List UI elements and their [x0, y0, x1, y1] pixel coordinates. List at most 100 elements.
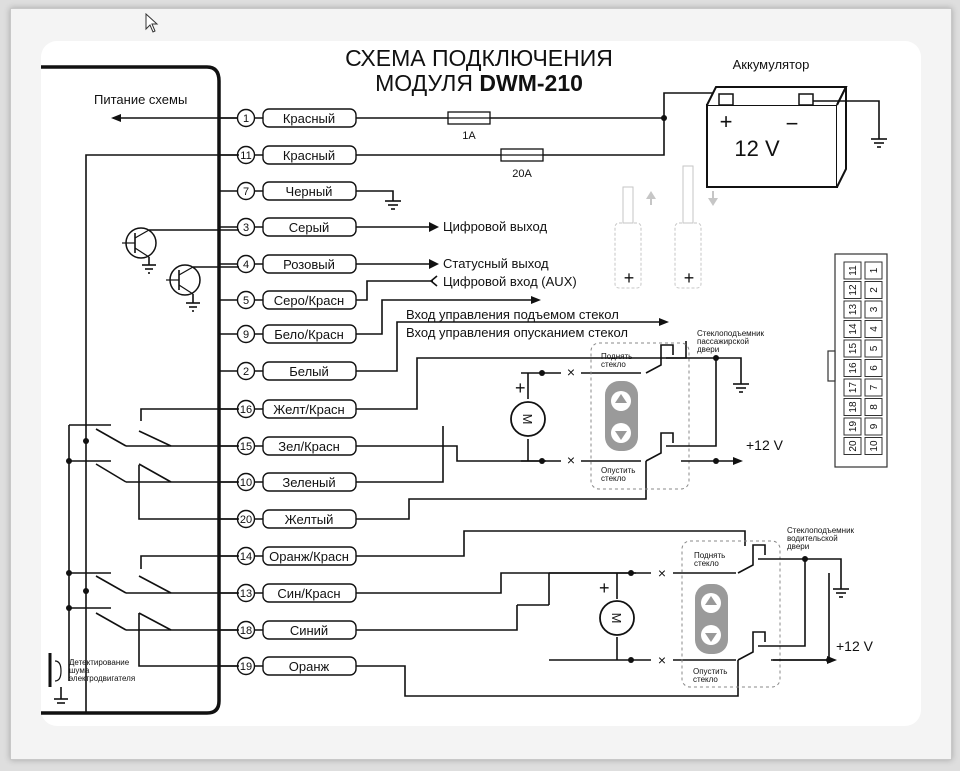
- pin-number: 9: [243, 329, 249, 341]
- connector-pin-label: 11: [848, 265, 859, 276]
- battery-voltage: 12 V: [734, 136, 780, 161]
- arrow-icon: [531, 296, 541, 304]
- svg-text:пассажирской: пассажирской: [697, 337, 749, 346]
- wire-color-label: Черный: [286, 184, 333, 199]
- pin-number: 5: [243, 295, 249, 307]
- pin-number: 20: [240, 514, 252, 526]
- svg-text:Стеклоподъемник: Стеклоподъемник: [787, 526, 855, 535]
- input-arrow-icon: [429, 275, 438, 287]
- noise-detect-line3: электродвигателя: [69, 674, 135, 683]
- connector-pin-label: 13: [848, 304, 859, 316]
- wire-color-label: Желт/Красн: [273, 402, 345, 417]
- svg-text:−: −: [786, 111, 799, 136]
- arrow-icon: [429, 259, 439, 269]
- wire-color-label: Синий: [290, 623, 328, 638]
- wire-color-label: Бело/Красн: [274, 327, 344, 342]
- noise-detect-line1: Детектирование: [69, 658, 130, 667]
- connector-pin-label: 15: [848, 343, 859, 355]
- svg-text:двери: двери: [787, 542, 809, 551]
- fuse-20a-label: 20A: [512, 168, 532, 180]
- svg-text:Опустить: Опустить: [693, 667, 727, 676]
- wire-color-label: Красный: [283, 148, 335, 163]
- wire-color-label: Зел/Красн: [278, 439, 340, 454]
- connector-pin-label: 7: [869, 384, 880, 390]
- wire-color-label: Белый: [289, 364, 329, 379]
- down-control-label: Вход управления опусканием стекол: [406, 325, 628, 340]
- connector-pin-label: 4: [869, 326, 880, 332]
- svg-text:+: +: [515, 378, 526, 398]
- wire-color-label: Оранж: [289, 659, 330, 674]
- up-control-label: Вход управления подъемом стекол: [406, 307, 619, 322]
- pin-number: 16: [240, 404, 252, 416]
- digital-in-label: Цифровой вход (AUX): [443, 274, 577, 289]
- diagram-board: [41, 41, 921, 726]
- transistor-icon: [166, 264, 239, 312]
- door-switch-down: [674, 165, 718, 289]
- wire-row: 9 Бело/Красн: [219, 324, 357, 344]
- connector-pin-label: 6: [869, 365, 880, 371]
- connector-pin-label: 9: [869, 423, 880, 429]
- ground-icon: [385, 200, 401, 210]
- relay-contacts: [66, 408, 239, 681]
- pin-number: 10: [240, 477, 252, 489]
- pin-number: 1: [243, 113, 249, 125]
- svg-text:Поднять: Поднять: [601, 352, 632, 361]
- power-label: Питание схемы: [94, 92, 187, 107]
- svg-text:стекло: стекло: [693, 675, 718, 684]
- pin-number: 3: [243, 222, 249, 234]
- status-out-label: Статусный выход: [443, 256, 549, 271]
- connector-pin-label: 3: [869, 306, 880, 312]
- connector-pin-label: 10: [869, 440, 880, 452]
- driver-motor-label: M: [609, 613, 624, 624]
- pin-number: 2: [243, 366, 249, 378]
- digital-out-label: Цифровой выход: [443, 219, 547, 234]
- svg-text:стекло: стекло: [601, 360, 626, 369]
- connector-pin-label: 12: [848, 284, 859, 296]
- svg-text:×: ×: [567, 452, 575, 468]
- svg-text:Стеклоподъемник: Стеклоподъемник: [697, 329, 765, 338]
- svg-text:+: +: [599, 578, 610, 598]
- power-arrow-icon: [111, 114, 121, 122]
- passenger-motor-icon: [510, 401, 546, 437]
- passenger-window-block: × × M + Поднять стекло Опустить стекло: [356, 329, 784, 520]
- wire-row: 3 Серый: [219, 217, 357, 237]
- wire-row: 19 Оранж: [219, 656, 357, 676]
- battery-icon: + − 12 V: [706, 86, 848, 188]
- ground-icon: [871, 138, 887, 148]
- pin-number: 19: [240, 661, 252, 673]
- connector-pin-label: 5: [869, 345, 880, 351]
- wire-row: 7 Черный: [219, 181, 357, 201]
- pin-number: 18: [240, 625, 252, 637]
- connector-pin-label: 19: [848, 421, 859, 433]
- wire-color-label: Зеленый: [282, 475, 335, 490]
- connector-pin-label: 14: [848, 323, 859, 335]
- driver-supply-label: +12 V: [836, 638, 874, 654]
- svg-text:×: ×: [567, 364, 575, 380]
- svg-text:Поднять: Поднять: [694, 551, 725, 560]
- driver-motor-icon: [599, 600, 635, 636]
- wire-row: 2 Белый: [219, 361, 357, 381]
- title-line2: МОДУЛЯ DWM-210: [375, 70, 583, 96]
- arrow-icon: [659, 318, 669, 326]
- pin-number: 7: [243, 186, 249, 198]
- module-body: [41, 65, 221, 715]
- door-switch-up: [614, 186, 656, 289]
- svg-text:×: ×: [658, 565, 666, 581]
- door-switch-plus-2: +: [684, 268, 695, 288]
- driver-window-block: × × M + Поднять стекло Опустить стекло: [356, 526, 874, 697]
- pin-number: 13: [240, 588, 252, 600]
- wire-color-label: Розовый: [283, 257, 335, 272]
- transistor-icon: [122, 227, 239, 274]
- connector-pin-label: 16: [848, 362, 859, 374]
- svg-text:стекло: стекло: [694, 559, 719, 568]
- svg-text:водительской: водительской: [787, 534, 838, 543]
- wire-color-label: Серый: [289, 220, 329, 235]
- title-line1: СХЕМА ПОДКЛЮЧЕНИЯ: [345, 45, 613, 71]
- connector-pin-label: 2: [869, 287, 880, 293]
- diagram-sheet: СХЕМА ПОДКЛЮЧЕНИЯ МОДУЛЯ DWM-210 Питание…: [10, 8, 952, 760]
